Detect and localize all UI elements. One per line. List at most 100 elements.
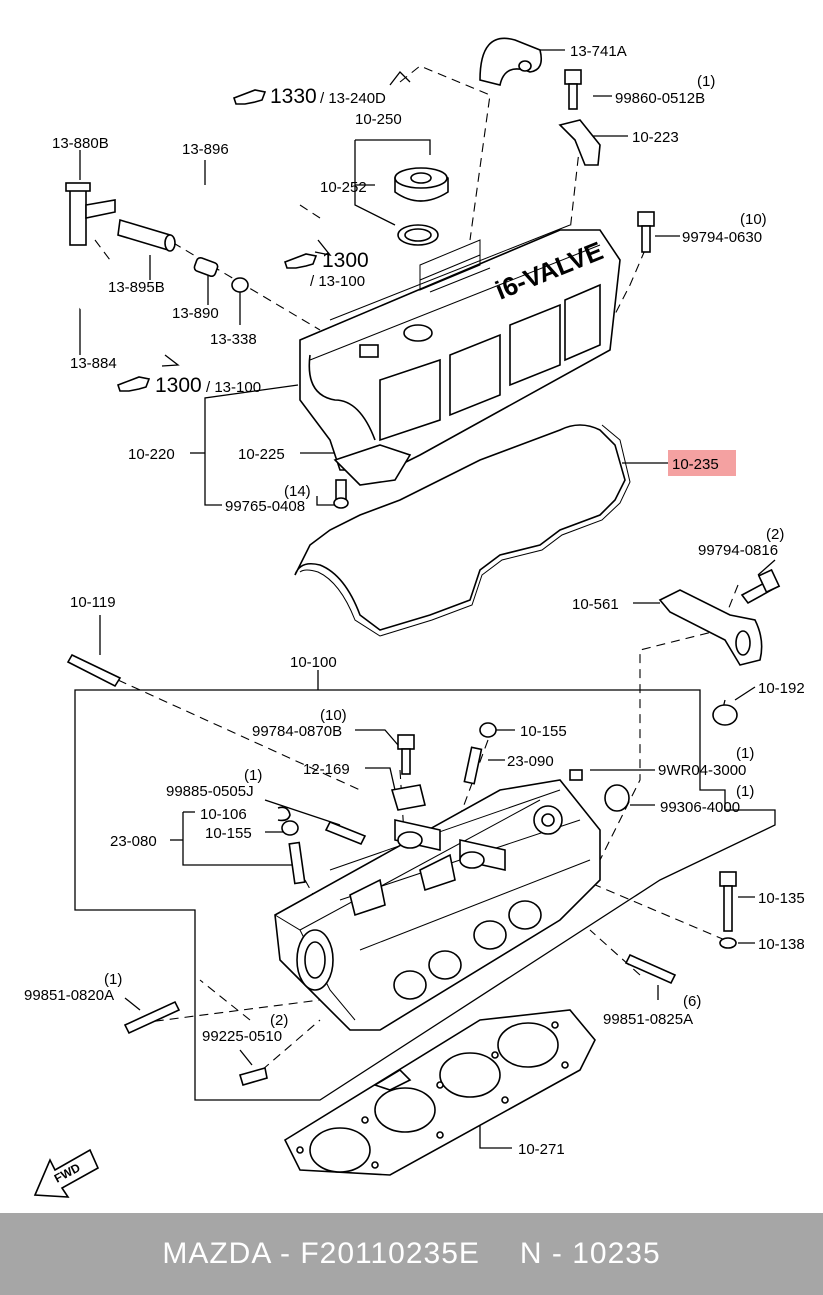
arrow-head-icon — [161, 354, 180, 367]
label-13-240d: / 13-240D — [320, 90, 386, 107]
label-10-235: 10-235 — [672, 456, 719, 473]
hand-pointer-icon — [283, 253, 318, 269]
label-99765-0408: 99765-0408 — [225, 498, 305, 515]
label-10-138: 10-138 — [758, 936, 805, 953]
callout-labels: 13-741A 1330 / 13-240D (1) 99860-0512B 1… — [24, 43, 805, 1158]
bolt-99784-0870b — [397, 734, 415, 775]
label-99306-4000-qty: (1) — [736, 783, 754, 800]
label-13-884: 13-884 — [70, 355, 117, 372]
arrow-head-icon — [314, 239, 332, 256]
bolt-10-135 — [719, 871, 737, 932]
cover-plate-10-225 — [333, 444, 412, 486]
label-99794-0630-qty: (10) — [740, 211, 767, 228]
pcv-valve-13-895b — [117, 218, 176, 252]
pin-23-080 — [288, 841, 306, 885]
label-1330: 1330 — [270, 85, 317, 108]
label-10-155-a: 10-155 — [520, 723, 567, 740]
hose-13-884 — [69, 270, 155, 345]
label-10-155-b: 10-155 — [205, 825, 252, 842]
label-99885-0505j-qty: (1) — [244, 767, 262, 784]
label-13-890: 13-890 — [172, 305, 219, 322]
hand-pointer-icon — [116, 376, 151, 392]
footer-bar: MAZDA - F20110235E N - 10235 — [0, 1213, 823, 1295]
bolt-99765-0408 — [333, 479, 349, 509]
label-1300-b: 1300 — [155, 374, 202, 397]
stud-10-119 — [66, 653, 122, 688]
bolt-99794-0816 — [740, 568, 781, 605]
label-99885-0505j: 99885-0505J — [166, 783, 254, 800]
label-10-225: 10-225 — [238, 446, 285, 463]
label-99794-0816-qty: (2) — [766, 526, 784, 543]
plug-10-192 — [712, 704, 738, 726]
bolt-99860-0512b — [564, 69, 582, 110]
label-10-223: 10-223 — [632, 129, 679, 146]
label-99306-4000: 99306-4000 — [660, 799, 740, 816]
joint-13-880b — [65, 182, 116, 246]
label-99851-0820a: 99851-0820A — [24, 987, 114, 1004]
bolt-99794-0630 — [637, 211, 655, 253]
stud-99851-0825a — [624, 953, 677, 985]
label-10-100: 10-100 — [290, 654, 337, 671]
stud-99851-0820a — [123, 1000, 181, 1035]
cap-12-169 — [390, 784, 426, 811]
label-23-090: 23-090 — [507, 753, 554, 770]
grommet-13-890 — [193, 256, 219, 278]
label-99794-0816: 99794-0816 — [698, 542, 778, 559]
label-10-252: 10-252 — [320, 179, 367, 196]
engine-hanger-10-561 — [658, 589, 763, 666]
label-13-741a: 13-741A — [570, 43, 627, 60]
solid-leaders — [74, 49, 776, 1149]
label-99851-0825a-qty: (6) — [683, 993, 701, 1010]
footer-part-number: N - 10235 — [519, 1237, 661, 1270]
label-99784-0870b-qty: (10) — [320, 707, 347, 724]
label-99794-0630: 99794-0630 — [682, 229, 762, 246]
label-99225-0510: 99225-0510 — [202, 1028, 282, 1045]
stud-99885-0505j — [324, 820, 367, 846]
highlight-box — [668, 450, 736, 476]
washer-10-138 — [719, 937, 737, 949]
plug-9wr04-3000 — [569, 769, 583, 781]
label-10-561: 10-561 — [572, 596, 619, 613]
cap-seal — [397, 224, 439, 246]
label-99851-0820a-qty: (1) — [104, 971, 122, 988]
label-23-080: 23-080 — [110, 833, 157, 850]
label-99225-0510-qty: (2) — [270, 1012, 288, 1029]
label-10-220: 10-220 — [128, 446, 175, 463]
cap-nut-10-155-top — [479, 722, 497, 738]
label-99765-0408-qty: (14) — [284, 483, 311, 500]
footer-brand-code: MAZDA - F20110235E — [162, 1237, 480, 1270]
label-10-119: 10-119 — [70, 594, 116, 611]
label-10-250: 10-250 — [355, 111, 402, 128]
label-10-192: 10-192 — [758, 680, 805, 697]
label-1300-a: 1300 — [322, 249, 369, 272]
cylinder-head-cover-10-220: i6-VALVE — [299, 224, 621, 471]
label-13-896: 13-896 — [182, 141, 229, 158]
bracket-10-223 — [558, 119, 601, 166]
label-99860-qty: (1) — [697, 73, 715, 90]
label-99851-0825a: 99851-0825A — [603, 1011, 693, 1028]
label-13-895b: 13-895B — [108, 279, 165, 296]
label-99784-0870b: 99784-0870B — [252, 723, 342, 740]
label-13-100-a: / 13-100 — [310, 273, 365, 290]
oil-filler-cap-10-252 — [394, 167, 449, 202]
label-12-169: 12-169 — [303, 761, 350, 778]
cap-nut-10-155-left — [281, 820, 299, 836]
label-9wr04-3000: 9WR04-3000 — [658, 762, 746, 779]
pcv-hose-13-896 — [120, 174, 320, 222]
label-10-135: 10-135 — [758, 890, 805, 907]
label-9wr04-3000-qty: (1) — [736, 745, 754, 762]
label-13-100-b: / 13-100 — [206, 379, 261, 396]
label-99860-0512b: 99860-0512B — [615, 90, 705, 107]
hand-pointer-icon — [232, 89, 267, 105]
label-13-880b: 13-880B — [52, 135, 109, 152]
clip-10-106 — [277, 806, 291, 822]
dowel-99225-0510 — [238, 1066, 268, 1086]
plug-99306-4000 — [604, 784, 630, 812]
label-13-338: 13-338 — [210, 331, 257, 348]
parts-diagram: i6-VALVE — [24, 37, 805, 1198]
label-10-271: 10-271 — [518, 1141, 565, 1158]
cylinder-head-10-100 — [274, 779, 601, 1031]
pin-23-090 — [463, 746, 483, 785]
cap-13-338 — [231, 277, 249, 293]
head-cover-gasket-10-235 — [294, 424, 631, 637]
